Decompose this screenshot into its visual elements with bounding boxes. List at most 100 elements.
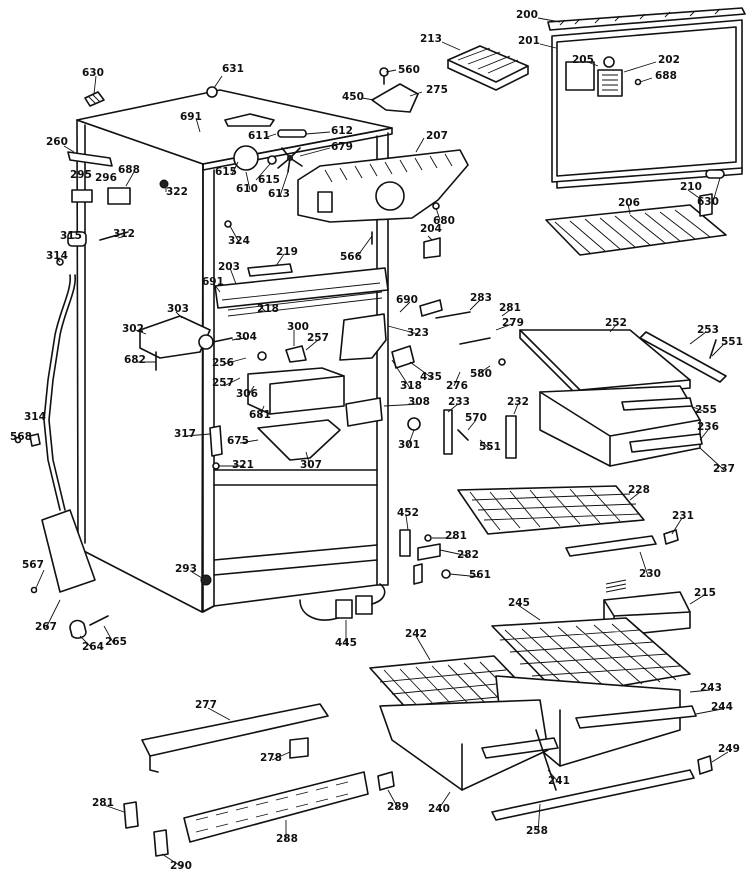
part-label-207: 207 [426, 130, 448, 142]
part-label-200: 200 [516, 9, 538, 21]
part-label-612: 612 [331, 125, 353, 137]
part-label-315: 315 [60, 230, 82, 242]
part-label-567: 567 [22, 559, 44, 571]
part-label-215: 215 [694, 587, 716, 599]
part-label-290: 290 [170, 860, 192, 872]
part-label-230: 230 [639, 568, 661, 580]
part-label-218: 218 [257, 303, 279, 315]
fastener-293 [200, 574, 212, 586]
part-label-631: 631 [222, 63, 244, 75]
part-label-265: 265 [105, 636, 127, 648]
clips-281-289-290 [123, 771, 395, 857]
part-label-450: 450 [342, 91, 364, 103]
shelf-support-232 [443, 409, 517, 459]
part-label-201: 201 [518, 35, 540, 47]
part-label-324: 324 [228, 235, 250, 247]
misc-fasteners [206, 78, 717, 366]
part-label-232: 232 [507, 396, 529, 408]
evaporator-207 [297, 149, 469, 223]
part-label-688: 688 [655, 70, 677, 82]
crisper-pan-240 [379, 699, 559, 791]
hinge-210 [699, 169, 725, 217]
part-label-204: 204 [420, 223, 442, 235]
grille-288 [183, 771, 369, 843]
part-label-688: 688 [118, 164, 140, 176]
part-label-241: 241 [548, 775, 570, 787]
part-label-679: 679 [331, 141, 353, 153]
control-housing-219 [214, 263, 389, 317]
part-label-300: 300 [287, 321, 309, 333]
part-label-630: 630 [697, 196, 719, 208]
part-label-257: 257 [307, 332, 329, 344]
part-label-288: 288 [276, 833, 298, 845]
part-label-681: 681 [249, 409, 271, 421]
base-rail-277 [141, 703, 329, 773]
part-label-277: 277 [195, 699, 217, 711]
shelf-228 [457, 485, 645, 535]
part-label-242: 242 [405, 628, 427, 640]
freezer-shelf-206 [545, 204, 727, 256]
freezer-door-201 [551, 19, 743, 189]
door-trim-200 [547, 7, 746, 31]
part-label-258: 258 [526, 825, 548, 837]
leader-lines [35, 17, 729, 868]
divider-241 [535, 729, 557, 791]
part-label-255: 255 [695, 404, 717, 416]
part-label-675: 675 [227, 435, 249, 447]
part-label-682: 682 [124, 354, 146, 366]
part-label-318: 318 [400, 380, 422, 392]
part-label-322: 322 [166, 186, 188, 198]
part-label-243: 243 [700, 682, 722, 694]
part-label-281: 281 [445, 530, 467, 542]
light-shield-307 [209, 419, 341, 470]
part-label-691: 691 [202, 276, 224, 288]
part-label-615: 615 [258, 174, 280, 186]
part-label-289: 289 [387, 801, 409, 813]
part-label-296: 296 [95, 172, 117, 184]
part-label-233: 233 [448, 396, 470, 408]
part-label-278: 278 [260, 752, 282, 764]
crisper-cover-245 [491, 617, 691, 697]
part-label-317: 317 [174, 428, 196, 440]
hinge-bracket-452 [399, 529, 451, 585]
part-label-231: 231 [672, 510, 694, 522]
part-label-321: 321 [232, 459, 254, 471]
clip-249 [697, 755, 713, 775]
part-label-551: 551 [479, 441, 501, 453]
part-label-202: 202 [658, 54, 680, 66]
cabinet-shell [76, 89, 393, 613]
part-label-560: 560 [398, 64, 420, 76]
part-label-249: 249 [718, 743, 740, 755]
part-label-301: 301 [398, 439, 420, 451]
part-label-580: 580 [470, 368, 492, 380]
ice-tray-213 [447, 45, 529, 91]
part-label-260: 260 [46, 136, 68, 148]
part-label-206: 206 [618, 197, 640, 209]
rail-258 [491, 769, 695, 821]
shelf-rail-230 [565, 529, 679, 557]
part-label-228: 228 [628, 484, 650, 496]
part-label-680: 680 [433, 215, 455, 227]
part-label-293: 293 [175, 563, 197, 575]
part-label-445: 445 [335, 637, 357, 649]
part-label-237: 237 [713, 463, 735, 475]
part-label-308: 308 [408, 396, 430, 408]
kick-plate-267 [14, 433, 109, 639]
part-label-240: 240 [428, 803, 450, 815]
part-label-615: 615 [215, 166, 237, 178]
part-label-282: 282 [457, 549, 479, 561]
part-label-630: 630 [82, 67, 104, 79]
part-label-205: 205 [572, 54, 594, 66]
part-label-256: 256 [212, 357, 234, 369]
fan-motor-610 [224, 113, 307, 173]
part-label-307: 307 [300, 459, 322, 471]
bracket-253 [639, 331, 727, 383]
part-label-611: 611 [248, 130, 270, 142]
part-label-551: 551 [721, 336, 743, 348]
part-label-257: 257 [212, 377, 234, 389]
part-label-303: 303 [167, 303, 189, 315]
part-label-610: 610 [236, 183, 258, 195]
part-label-219: 219 [276, 246, 298, 258]
